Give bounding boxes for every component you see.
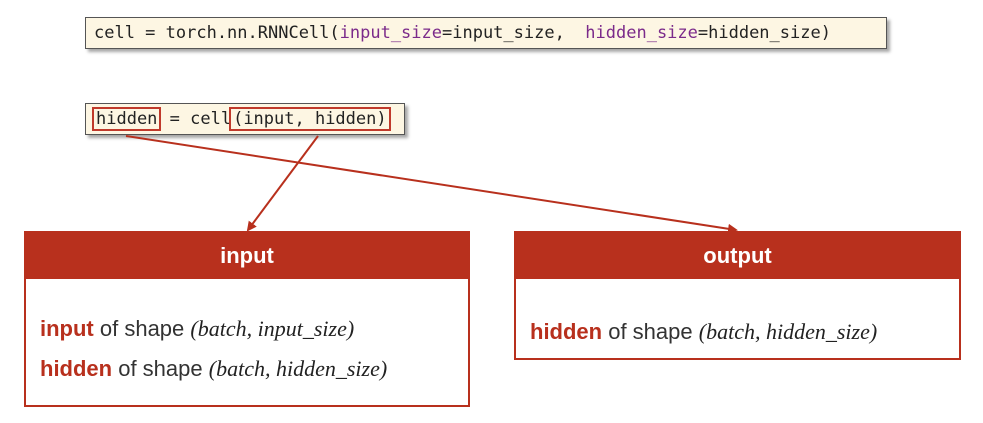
output-hidden-term: hidden (530, 319, 603, 344)
highlight-hidden-output: hidden (92, 107, 162, 131)
highlight-args: (input, hidden) (229, 107, 391, 131)
code-keyword-hidden-size: hidden_size (585, 23, 698, 43)
arrow-args-to-input (246, 135, 319, 232)
input-shape-math: (batch, input_size) (190, 316, 355, 341)
code-line-cell-call: hidden = cell(input, hidden) (85, 103, 405, 135)
input-box: input input of shape (batch, input_size)… (24, 231, 470, 407)
code-cell-call: = cell (159, 109, 232, 129)
arrow-hidden-to-output (125, 135, 738, 234)
code-mid: =input_size, (442, 23, 586, 43)
input-shape-line: input of shape (batch, input_size) (40, 309, 454, 349)
code-line-rnncell: cell = torch.nn.RNNCell(input_size=input… (85, 17, 887, 49)
output-hidden-shape-math: (batch, hidden_size) (698, 319, 878, 344)
code-suffix: =hidden_size) (697, 23, 831, 43)
code-prefix: cell = torch.nn.RNNCell( (94, 23, 340, 43)
output-box-title: output (516, 233, 959, 279)
output-box: output hidden of shape (batch, hidden_si… (514, 231, 961, 360)
output-hidden-shape-line: hidden of shape (batch, hidden_size) (530, 312, 945, 352)
hidden-shape-text: of shape (112, 356, 209, 381)
input-term: input (40, 316, 94, 341)
hidden-term: hidden (40, 356, 113, 381)
input-box-title: input (26, 233, 468, 279)
code-keyword-input-size: input_size (339, 23, 442, 43)
hidden-shape-line: hidden of shape (batch, hidden_size) (40, 349, 454, 389)
hidden-shape-math: (batch, hidden_size) (208, 356, 388, 381)
output-hidden-shape-text: of shape (602, 319, 699, 344)
input-shape-text: of shape (93, 316, 191, 341)
